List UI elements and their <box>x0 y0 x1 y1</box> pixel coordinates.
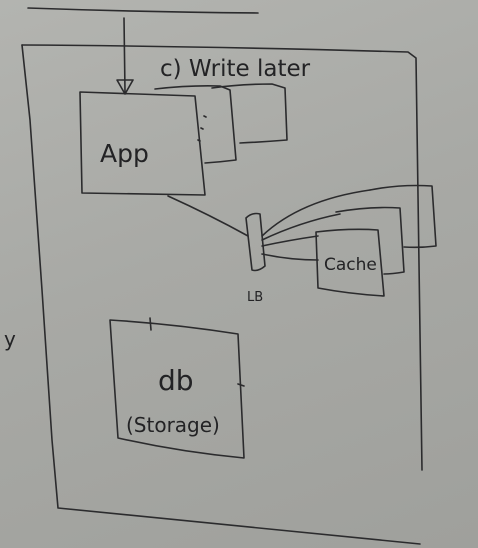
lb-label: LB <box>247 290 263 305</box>
app-instance-mid <box>154 85 237 164</box>
outer-boundary <box>21 44 421 545</box>
cache-instance-mid <box>335 206 405 275</box>
db-storage-label: (Storage) <box>126 413 220 437</box>
side-mark: y <box>4 327 16 351</box>
incoming-arrowhead <box>116 79 134 95</box>
cache-instance-back <box>369 184 437 249</box>
cache-label: Cache <box>324 255 377 275</box>
db-box <box>109 319 245 459</box>
write-later-caption: c) Write later <box>160 56 311 82</box>
app-label: App <box>100 139 149 168</box>
app-box <box>79 91 206 196</box>
db-tick-mark <box>149 317 245 387</box>
lb-to-cache-bottom-line <box>261 253 319 261</box>
load-balancer-box <box>245 212 266 272</box>
db-label: db <box>158 364 194 397</box>
app-to-lb-line <box>167 195 249 237</box>
incoming-arrow <box>123 17 126 93</box>
cache-box <box>315 228 385 297</box>
lb-to-cache-front-line <box>261 235 319 247</box>
top-line <box>27 7 259 14</box>
app-instance-back <box>211 83 288 144</box>
lb-to-cache-mid-line <box>261 213 341 241</box>
outer-boundary-top <box>21 44 423 471</box>
lb-to-cache-back-line <box>261 189 371 237</box>
